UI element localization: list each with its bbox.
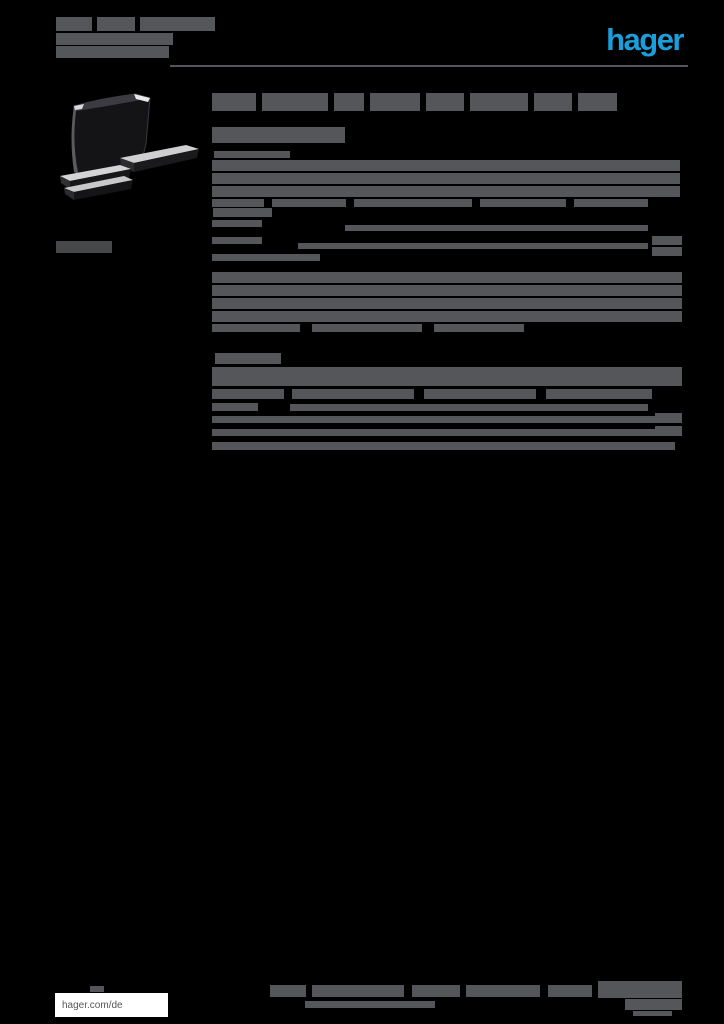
redacted-text-bar xyxy=(272,199,346,207)
redacted-text-bar xyxy=(212,199,264,207)
redacted-text-bar xyxy=(212,324,300,332)
redacted-text-bar xyxy=(578,93,617,111)
redacted-text-bar xyxy=(212,311,682,322)
hager-logo: hager xyxy=(606,22,684,57)
redacted-text-bar xyxy=(212,367,682,386)
redacted-text-bar xyxy=(56,17,92,31)
redacted-text-bar xyxy=(290,404,648,411)
redacted-text-bar xyxy=(655,426,682,436)
redacted-text-bar xyxy=(312,324,422,332)
redacted-text-bar xyxy=(56,46,169,58)
redacted-text-bar xyxy=(97,17,135,31)
redacted-text-bar xyxy=(546,389,652,399)
redacted-text-bar xyxy=(212,429,655,436)
redacted-text-bar xyxy=(212,173,680,184)
redacted-text-bar xyxy=(212,237,262,244)
redacted-text-bar xyxy=(56,241,112,253)
footer-website-link[interactable]: hager.com/de xyxy=(62,999,123,1011)
redacted-text-bar xyxy=(412,985,460,997)
redacted-text-bar xyxy=(305,1001,435,1008)
redacted-text-bar xyxy=(212,272,682,283)
redacted-text-bar xyxy=(534,93,572,111)
footer-website-box[interactable]: hager.com/de xyxy=(55,993,168,1017)
redacted-text-bar xyxy=(652,247,682,256)
redacted-text-bar xyxy=(548,985,592,997)
redacted-text-bar xyxy=(334,93,364,111)
redacted-text-bar xyxy=(354,199,472,207)
redacted-text-bar xyxy=(625,999,682,1010)
redacted-text-bar xyxy=(212,389,284,399)
redacted-text-bar xyxy=(270,985,306,997)
redacted-text-bar xyxy=(426,93,464,111)
redacted-text-bar xyxy=(212,93,256,111)
redacted-text-bar xyxy=(212,127,345,143)
redacted-text-bar xyxy=(655,413,682,423)
product-image xyxy=(58,92,203,204)
redacted-text-bar xyxy=(470,93,528,111)
header-divider xyxy=(170,65,688,67)
redacted-text-bar xyxy=(140,17,215,31)
redacted-text-bar xyxy=(633,1011,672,1016)
redacted-text-bar xyxy=(212,254,320,261)
redacted-text-bar xyxy=(212,442,675,450)
redacted-text-bar xyxy=(574,199,648,207)
redacted-text-bar xyxy=(212,285,682,296)
redacted-text-bar xyxy=(466,985,540,997)
product-photo-illustration xyxy=(60,93,199,200)
redacted-text-bar xyxy=(292,389,414,399)
redacted-text-bar xyxy=(90,986,104,992)
redacted-text-bar xyxy=(212,298,682,309)
redacted-text-bar xyxy=(212,416,655,423)
redacted-text-bar xyxy=(213,208,272,217)
redacted-text-bar xyxy=(652,236,682,245)
redacted-text-bar xyxy=(262,93,328,111)
redacted-text-bar xyxy=(298,243,648,249)
redacted-text-bar xyxy=(212,403,258,411)
redacted-text-bar xyxy=(212,186,680,197)
redacted-text-bar xyxy=(598,981,682,998)
redacted-text-bar xyxy=(212,160,680,171)
redacted-text-bar xyxy=(345,225,648,231)
redacted-text-bar xyxy=(424,389,536,399)
redacted-text-bar xyxy=(214,151,290,158)
redacted-text-bar xyxy=(480,199,566,207)
redacted-text-bar xyxy=(56,33,173,45)
redacted-text-bar xyxy=(312,985,404,997)
redacted-text-bar xyxy=(370,93,420,111)
redacted-text-bar xyxy=(434,324,524,332)
redacted-text-bar xyxy=(212,220,262,227)
redacted-text-bar xyxy=(215,353,281,364)
